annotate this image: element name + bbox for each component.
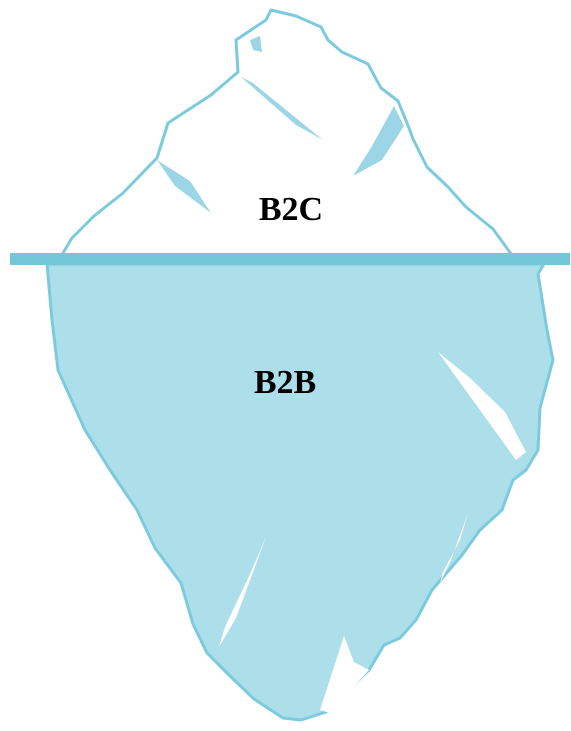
above-water-label: B2C (259, 191, 323, 228)
water-line (10, 253, 570, 265)
below-water-label: B2B (254, 364, 316, 401)
iceberg-body (47, 264, 553, 720)
